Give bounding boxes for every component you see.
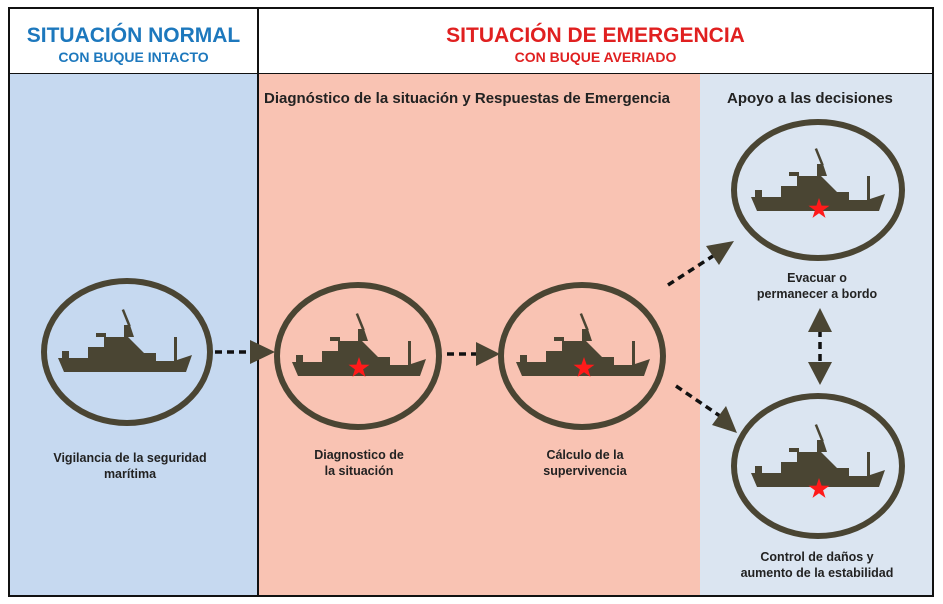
header-emergency-situation: SITUACIÓN DE EMERGENCIA CON BUQUE AVERIA… [257,7,934,75]
arrowhead-icon [250,340,275,364]
damage-star-icon [573,357,595,377]
arrowhead-icon [706,241,734,265]
arrowhead-icon [476,342,500,366]
ship-icon [58,309,192,372]
damage-star-icon [808,198,830,218]
node-damage-control [731,393,905,539]
header-normal-situation: SITUACIÓN NORMAL CON BUQUE INTACTO [8,7,259,75]
arrowhead-icon [712,406,737,433]
connector-survival-evacuate [667,254,714,287]
section-title-support: Apoyo a las decisiones [727,90,893,107]
label-surveillance: Vigilancia de la seguridad marítima [53,451,207,481]
label-survival: Cálculo de la supervivencia [543,448,627,478]
header-normal-subtitle: CON BUQUE INTACTO [58,49,209,65]
node-ring-surveillance [41,278,213,426]
damage-star-icon [808,478,830,498]
node-ring-evacuate [731,119,905,261]
header-emergency-subtitle: CON BUQUE AVERIADO [514,49,677,65]
label-evacuate: Evacuar o permanecer a bordo [756,271,878,301]
panel-diagnosis-response [257,74,700,597]
label-damage-control: Control de daños y aumento de la estabil… [740,550,894,580]
node-surveillance [41,278,213,426]
node-ring-survival [498,282,666,430]
arrowhead-icon [808,362,832,385]
section-title-diagnosis: Diagnóstico de la situación y Respuestas… [264,90,670,107]
header-normal-title: SITUACIÓN NORMAL [26,24,241,47]
node-diagnosis [274,282,442,430]
label-diagnosis: Diagnostico de la situación [314,448,404,478]
arrowhead-icon [808,308,832,332]
node-ring-damage-control [731,393,905,539]
ship-icon [751,424,885,487]
node-evacuate [731,119,905,261]
header-emergency-title: SITUACIÓN DE EMERGENCIA [446,24,745,47]
node-ring-diagnosis [274,282,442,430]
damage-star-icon [348,357,370,377]
node-survival [498,282,666,430]
connector-survival-damage [675,384,721,418]
